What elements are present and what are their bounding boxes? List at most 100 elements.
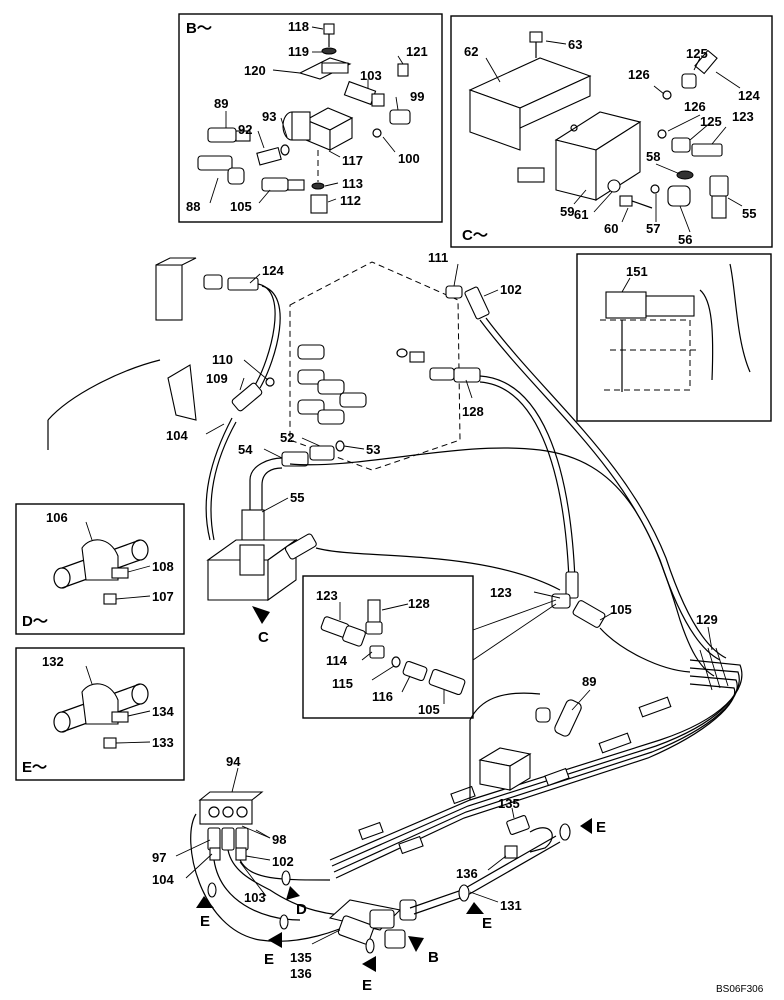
callout-105: 105: [610, 602, 632, 617]
callout-93: 93: [262, 109, 276, 124]
detail-panel-d: D～ 106 108 107: [15, 503, 185, 635]
callout-126: 126: [628, 67, 650, 82]
callout-124: 124: [262, 263, 284, 278]
callout-119: 119: [288, 44, 309, 59]
callout-124: 124: [738, 88, 760, 103]
callout-135: 135: [290, 950, 312, 965]
callout-132: 132: [42, 654, 64, 669]
callout-114: 114: [326, 653, 348, 668]
detail-panel-d-label: D～: [22, 613, 48, 630]
callout-117: 117: [342, 153, 363, 168]
valve-spools: [297, 344, 367, 425]
view-mark-e1: E: [200, 913, 210, 930]
detail-panel-b-frame: [178, 13, 443, 223]
callout-55: 55: [290, 490, 304, 505]
view-mark-e5: E: [596, 819, 606, 836]
callout-56: 56: [678, 232, 692, 247]
callout-107: 107: [152, 589, 174, 604]
callout-104b: 104: [152, 872, 174, 887]
callout-52: 52: [280, 430, 294, 445]
callout-98: 98: [272, 832, 286, 847]
lower-valve-assembly: [328, 899, 417, 949]
callout-58: 58: [646, 149, 660, 164]
callout-123: 123: [732, 109, 754, 124]
callout-103: 103: [244, 890, 266, 905]
callout-112: 112: [340, 193, 361, 208]
callout-109: 109: [206, 371, 228, 386]
detail-panel-b: B～: [178, 13, 443, 223]
callout-126b: 126: [684, 99, 706, 114]
detail-panel-c-frame: [450, 15, 773, 248]
callout-105-inset: 105: [418, 702, 440, 717]
callout-118: 118: [288, 19, 309, 34]
view-mark-c: C: [258, 629, 269, 646]
view-mark-b: B: [428, 949, 439, 966]
callout-57: 57: [646, 221, 660, 236]
callout-110: 110: [212, 352, 233, 367]
callout-116: 116: [372, 689, 393, 704]
callout-97: 97: [152, 850, 166, 865]
callout-136b: 136: [456, 866, 478, 881]
callout-151: 151: [626, 264, 648, 279]
callout-133: 133: [152, 735, 174, 750]
callout-136: 136: [290, 966, 312, 981]
callout-115: 115: [332, 676, 353, 691]
callout-54: 54: [238, 442, 253, 457]
callout-108: 108: [152, 559, 174, 574]
callout-131: 131: [500, 898, 522, 913]
callout-125: 125: [686, 46, 708, 61]
hose-bundle-129: [329, 647, 743, 879]
detail-panel-e-label: E～: [22, 759, 47, 776]
callout-102b: 102: [272, 854, 294, 869]
view-mark-e2: E: [264, 951, 274, 968]
callout-88: 88: [186, 199, 200, 214]
callout-102: 102: [500, 282, 522, 297]
inset-panel-151: 151: [576, 253, 772, 422]
callout-135b: 135: [498, 796, 520, 811]
inset-panel-151-frame: [576, 253, 772, 422]
detail-panel-c: C～: [450, 15, 773, 248]
callout-123: 123: [490, 585, 512, 600]
callout-113: 113: [342, 176, 363, 191]
callout-63: 63: [568, 37, 582, 52]
figure-code: BS06F306: [716, 984, 764, 995]
view-mark-e4: E: [482, 915, 492, 932]
main-assembly: 124 111 102 110 109 128 104 52 54 53 55 …: [47, 250, 743, 994]
callout-92: 92: [238, 122, 252, 137]
callout-104: 104: [166, 428, 188, 443]
callout-106: 106: [46, 510, 68, 525]
callout-62: 62: [464, 44, 478, 59]
detail-panel-e-frame: [15, 647, 185, 781]
callout-99: 99: [410, 89, 424, 104]
callout-134: 134: [152, 704, 174, 719]
callout-105: 105: [230, 199, 252, 214]
view-arrows: [196, 606, 592, 972]
callout-103: 103: [360, 68, 382, 83]
callout-61: 61: [574, 207, 588, 222]
callout-55: 55: [742, 206, 756, 221]
callout-60: 60: [604, 221, 618, 236]
callout-120: 120: [244, 63, 266, 78]
callout-121: 121: [406, 44, 428, 59]
callout-89: 89: [582, 674, 596, 689]
callout-128: 128: [462, 404, 484, 419]
callout-100: 100: [398, 151, 420, 166]
callout-53: 53: [366, 442, 380, 457]
callout-125b: 125: [700, 114, 722, 129]
detail-panel-c-label: C～: [462, 227, 488, 244]
view-mark-e3: E: [362, 977, 372, 994]
callout-59: 59: [560, 204, 574, 219]
callout-129: 129: [696, 612, 718, 627]
callout-94: 94: [226, 754, 241, 769]
view-mark-d: D: [296, 901, 307, 918]
callout-128-inset: 128: [408, 596, 430, 611]
detail-panel-fittings-frame: [302, 575, 474, 719]
detail-panel-e: E～ 132 134 133: [15, 647, 185, 781]
detail-panel-d-frame: [15, 503, 185, 635]
callout-89: 89: [214, 96, 228, 111]
detail-panel-b-label: B～: [186, 20, 212, 37]
callout-111: 111: [428, 250, 448, 265]
detail-panel-fittings: 123 128 114 115 116 105: [302, 575, 557, 719]
callout-123-inset: 123: [316, 588, 338, 603]
